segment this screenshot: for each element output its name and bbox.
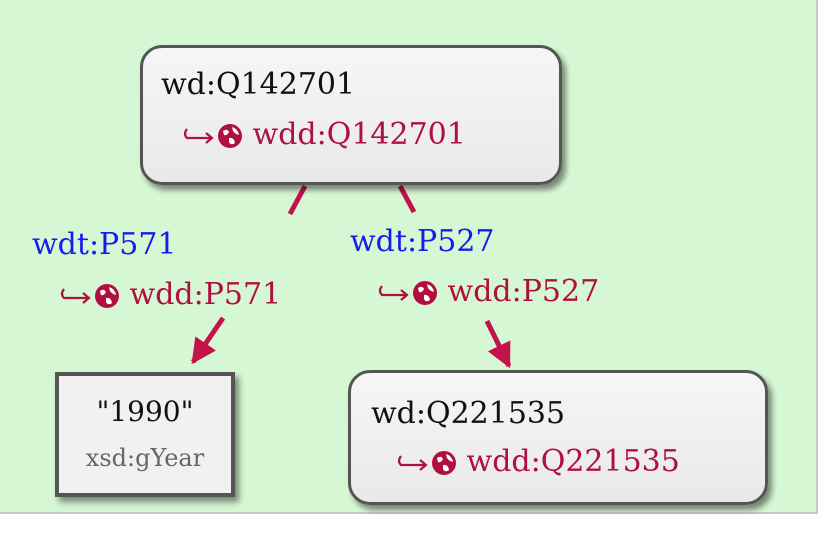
edge-arrow-right[interactable] [484,319,512,369]
node-id: wd:Q221535 [371,396,566,431]
node-alt-text: wdd:Q221535 [466,444,680,479]
edge-label-p527: wdt:P527 [350,224,495,259]
node-q142701[interactable]: wd:Q142701 wdd:Q142701 [140,45,562,185]
edge-alt-link-p527[interactable]: wdd:P527 [378,277,599,307]
literal-value: "1990" [96,395,194,428]
diagram-canvas: wd:Q142701 wdd:Q142701 wdt:P571 wdd:P571… [0,0,818,514]
edge-line-right[interactable] [397,184,417,214]
literal-datatype: xsd:gYear [85,444,205,472]
globe-icon [95,284,119,308]
node-alt-text: wdd:Q142701 [252,117,466,152]
edges-layer [190,184,512,369]
edge-alt-link-p571[interactable]: wdd:P571 [60,280,281,310]
globe-icon [432,451,456,475]
hook-arrow-icon [378,285,409,301]
hook-arrow-icon [183,128,214,144]
edge-alt-text: wdd:P571 [129,277,282,312]
edge-label-p571: wdt:P571 [32,227,177,262]
globe-icon [413,281,437,305]
edge-alt-text: wdd:P527 [447,274,600,309]
node-id: wd:Q142701 [161,67,356,102]
node-q221535[interactable]: wd:Q221535 wdd:Q221535 [348,370,768,505]
node-alt-link[interactable]: wdd:Q221535 [397,447,680,477]
node-alt-link[interactable]: wdd:Q142701 [183,120,466,150]
literal-1990[interactable]: "1990" xsd:gYear [55,372,235,497]
hook-arrow-icon [60,288,91,304]
edge-line-left[interactable] [287,184,308,216]
globe-icon [218,124,242,148]
edge-arrow-left[interactable] [190,316,226,365]
hook-arrow-icon [397,455,428,471]
